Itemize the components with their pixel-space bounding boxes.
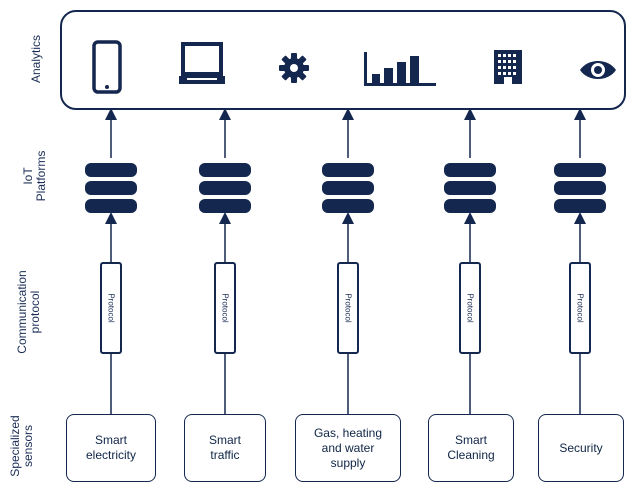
protocol-label: Protocol bbox=[575, 293, 585, 323]
database-icon bbox=[444, 163, 496, 213]
protocol-box: Protocol bbox=[337, 262, 359, 354]
sensor-label-line1: Smart bbox=[454, 433, 487, 447]
protocol-label: Protocol bbox=[106, 293, 116, 323]
protocol-box: Protocol bbox=[214, 262, 236, 354]
sensor-box-security: Security bbox=[538, 414, 624, 482]
sensor-label-line1: Smart bbox=[208, 433, 241, 447]
database-icon bbox=[554, 163, 606, 213]
database-icon bbox=[199, 163, 251, 213]
protocol-box: Protocol bbox=[459, 262, 481, 354]
protocol-label: Protocol bbox=[465, 293, 475, 323]
sensor-box-smart-electricity: Smart electricity bbox=[66, 414, 156, 482]
protocol-label: Protocol bbox=[220, 293, 230, 323]
sensor-box-smart-cleaning: Smart Cleaning bbox=[428, 414, 514, 482]
database-icon bbox=[322, 163, 374, 213]
sensor-box-gas-heating-water: Gas, heating and water supply bbox=[295, 414, 401, 482]
database-icon bbox=[85, 163, 137, 213]
sensor-label-line2: and water bbox=[321, 440, 375, 455]
building-icon bbox=[494, 50, 522, 84]
protocol-label: Protocol bbox=[343, 293, 353, 323]
protocol-box: Protocol bbox=[569, 262, 591, 354]
sensor-label-line2: Cleaning bbox=[447, 448, 495, 462]
bar-chart-icon bbox=[364, 52, 436, 86]
protocol-box: Protocol bbox=[100, 262, 122, 354]
sensor-label-line1: Gas, heating bbox=[313, 425, 383, 440]
sensor-label-line2: electricity bbox=[85, 448, 136, 462]
sensor-label-line2: traffic bbox=[210, 448, 240, 462]
gear-icon bbox=[279, 53, 309, 83]
sensor-label-line3: supply bbox=[330, 455, 366, 470]
laptop-icon bbox=[179, 42, 225, 84]
sensor-label-line1: Smart bbox=[94, 433, 127, 447]
smartphone-icon bbox=[92, 40, 122, 94]
sensor-box-smart-traffic: Smart traffic bbox=[184, 414, 266, 482]
eye-icon bbox=[580, 61, 616, 79]
sensor-label-line1: Security bbox=[559, 440, 603, 455]
